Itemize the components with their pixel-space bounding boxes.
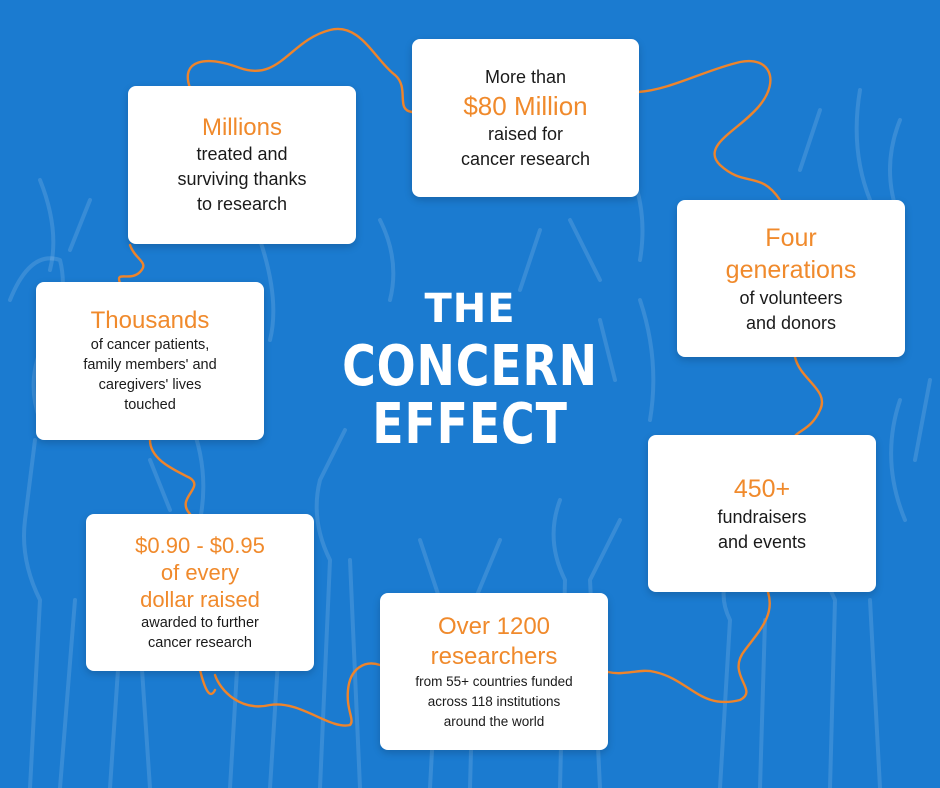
card-thousands-headline: Thousands	[90, 307, 210, 334]
card-dollar-headline-1: $0.90 - $0.95	[135, 533, 265, 558]
card-generations: Four generations of volunteers and donor…	[677, 200, 905, 357]
card-researchers-body-3: around the world	[443, 713, 545, 729]
card-fundraisers-body-1: fundraisers	[717, 506, 807, 527]
card-researchers-headline-1: Over 1200	[437, 612, 551, 640]
card-fundraisers-body-2: and events	[717, 531, 807, 552]
card-generations-headline-2: generations	[725, 255, 857, 284]
card-raised-pre: More than	[484, 66, 567, 87]
card-millions: Millions treated and surviving thanks to…	[128, 86, 356, 244]
card-millions-headline: Millions	[201, 113, 282, 141]
card-millions-body-2: surviving thanks	[177, 168, 307, 189]
card-raised-body-2: cancer research	[460, 148, 591, 169]
card-millions-body-1: treated and	[196, 143, 288, 164]
card-thousands: Thousands of cancer patients, family mem…	[36, 282, 264, 440]
main-title: THE CONCERN EFFECT	[300, 280, 640, 454]
title-line-1: THE	[424, 286, 516, 332]
card-dollar-body-2: cancer research	[148, 635, 252, 651]
card-dollar-body-1: awarded to further	[141, 615, 259, 631]
card-dollar-headline-2: of every	[160, 560, 240, 585]
card-thousands-body-3: caregivers' lives	[98, 377, 202, 393]
card-researchers: Over 1200 researchers from 55+ countries…	[380, 593, 608, 750]
card-researchers-body-1: from 55+ countries funded	[415, 673, 573, 689]
card-raised-body-1: raised for	[487, 123, 564, 144]
card-thousands-body-4: touched	[124, 397, 176, 413]
card-generations-body-1: of volunteers	[739, 287, 843, 308]
card-generations-body-2: and donors	[745, 312, 837, 333]
card-fundraisers-headline: 450+	[733, 474, 791, 503]
title-line-3: EFFECT	[372, 392, 568, 457]
card-dollar-headline-3: dollar raised	[140, 587, 260, 612]
card-dollar: $0.90 - $0.95 of every dollar raised awa…	[86, 514, 314, 671]
card-generations-headline-1: Four	[765, 223, 817, 252]
card-raised-headline: $80 Million	[463, 90, 588, 121]
card-fundraisers: 450+ fundraisers and events	[648, 435, 876, 592]
card-researchers-body-2: across 118 institutions	[427, 693, 561, 709]
card-thousands-body-1: of cancer patients,	[90, 337, 210, 353]
connector-line	[117, 27, 824, 727]
card-millions-body-3: to research	[196, 193, 288, 214]
card-thousands-body-2: family members' and	[83, 357, 217, 373]
card-researchers-headline-2: researchers	[430, 642, 558, 670]
card-raised: More than $80 Million raised for cancer …	[412, 39, 639, 197]
title-line-2: CONCERN	[342, 334, 598, 399]
